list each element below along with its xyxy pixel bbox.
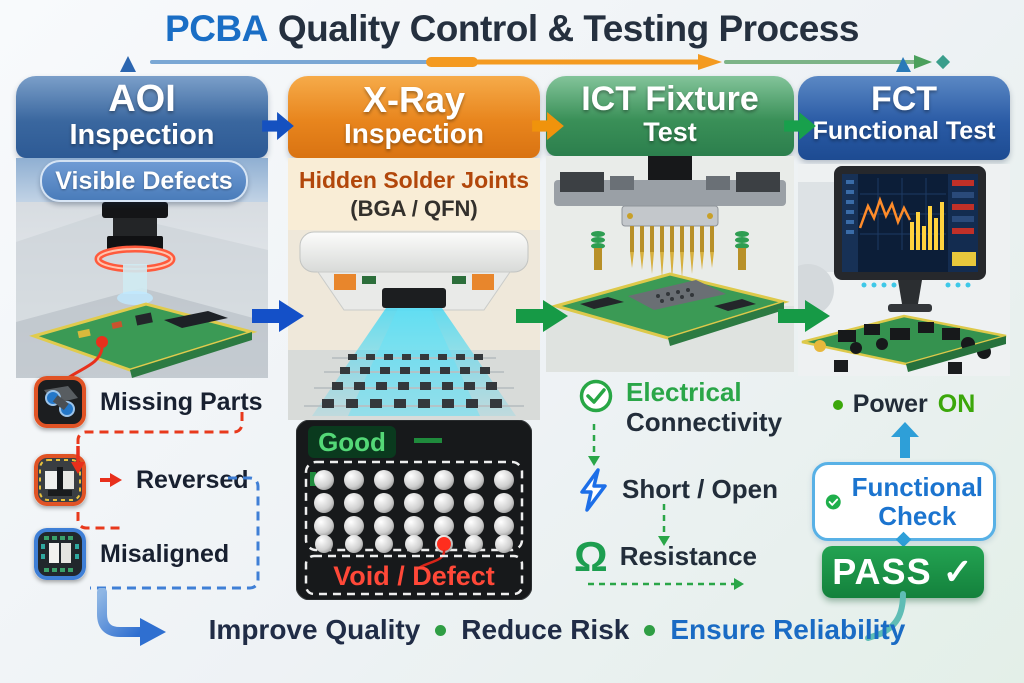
power-on-row: Power ON <box>798 390 1010 419</box>
xray-subtitle: Inspection <box>343 117 484 149</box>
ict-fixture-photo <box>546 156 794 372</box>
check-row-short-open: Short / Open <box>576 468 778 512</box>
check1-line1: Electrical <box>626 377 742 407</box>
xray-result-image: Good Void / Defect <box>296 420 532 600</box>
footer-tagline: Improve Quality Reduce Risk Ensure Relia… <box>150 614 964 646</box>
title-rest: Quality Control & Testing Process <box>277 8 860 49</box>
ict-header: ICT Fixture Test <box>546 76 794 156</box>
footer-item-3: Ensure Reliability <box>670 614 906 645</box>
check-row-electrical: Electrical Connectivity <box>578 377 783 438</box>
defect-label: Reversed <box>136 465 249 494</box>
defect-label: Missing Parts <box>100 387 263 416</box>
column-aoi: AOI Inspection <box>16 76 268 606</box>
xray-note-line1: Hidden Solder Joints <box>298 167 530 193</box>
check-circle-icon <box>579 379 613 413</box>
title-brand: PCBA <box>165 8 268 49</box>
flow-timeline-icon <box>120 54 951 72</box>
pass-label: PASS <box>832 551 932 592</box>
functional-check-box: Functional Check <box>812 462 996 542</box>
column-xray: X-Ray Inspection Hidden Solder Joints (B… <box>288 76 540 606</box>
ict-title: ICT Fixture <box>581 80 759 118</box>
check3-label: Resistance <box>619 541 757 572</box>
flow-arrow-aoi-to-xray-icon <box>262 112 294 140</box>
power-label: Power <box>852 390 928 418</box>
mid-arrow-aoi-to-xray-icon <box>252 300 304 332</box>
check2-label: Short / Open <box>622 474 778 505</box>
aoi-header: AOI Inspection <box>16 76 268 158</box>
footer-item-2: Reduce Risk <box>461 614 630 645</box>
defect-row-missing-parts: Missing Parts <box>34 376 263 428</box>
pass-check-icon: ✓ <box>942 551 974 592</box>
mid-arrow-xray-to-ict-icon <box>516 300 568 332</box>
fct-station-photo <box>798 164 1010 376</box>
fct-subtitle: Functional Test <box>812 116 996 145</box>
fct-title: FCT <box>870 80 938 118</box>
check-badge-icon <box>825 494 841 510</box>
arrow-up-icon <box>891 422 919 458</box>
power-state: ON <box>937 390 976 418</box>
arrow-right-icon <box>100 473 122 487</box>
column-fct: FCT Functional Test <box>798 76 1010 606</box>
column-ict: ICT Fixture Test <box>546 76 794 606</box>
footer-item-1: Improve Quality <box>208 614 421 645</box>
xray-defect-label: Void / Defect <box>333 561 495 591</box>
reversed-part-icon <box>34 454 86 506</box>
flow-arrow-xray-to-ict-icon <box>532 112 564 140</box>
xray-header: X-Ray Inspection <box>288 76 540 158</box>
xray-good-label: Good <box>318 427 386 457</box>
bullet-icon <box>644 624 656 636</box>
pass-badge: PASS ✓ <box>822 546 984 598</box>
bullet-icon <box>435 624 447 636</box>
aoi-title: AOI <box>108 78 176 120</box>
functional-line2: Check <box>878 500 957 531</box>
defect-row-misaligned: Misaligned <box>34 528 229 580</box>
aoi-machine-photo <box>16 202 268 378</box>
missing-parts-icon <box>34 376 86 428</box>
defect-label: Misaligned <box>100 539 230 568</box>
check1-line2: Connectivity <box>626 406 783 437</box>
defect-row-reversed: Reversed <box>34 454 249 506</box>
bullet-icon <box>832 399 843 410</box>
check-row-resistance: Ω Resistance <box>574 536 757 578</box>
aoi-subtitle: Inspection <box>69 118 215 151</box>
lightning-icon <box>580 468 607 512</box>
xray-note: Hidden Solder Joints (BGA / QFN) <box>288 158 540 238</box>
ict-subtitle: Test <box>643 116 697 147</box>
misaligned-part-icon <box>34 528 86 580</box>
aoi-badge: Visible Defects <box>40 160 248 202</box>
mid-arrow-ict-to-fct-icon <box>778 300 830 332</box>
xray-note-line2: (BGA / QFN) <box>350 195 478 221</box>
omega-icon: Ω <box>574 533 608 580</box>
xray-title: X-Ray <box>362 79 466 120</box>
xray-machine-photo <box>288 230 540 420</box>
functional-line1: Functional <box>851 472 983 502</box>
fct-header: FCT Functional Test <box>798 76 1010 160</box>
flow-arrow-ict-to-fct-icon <box>784 112 816 140</box>
